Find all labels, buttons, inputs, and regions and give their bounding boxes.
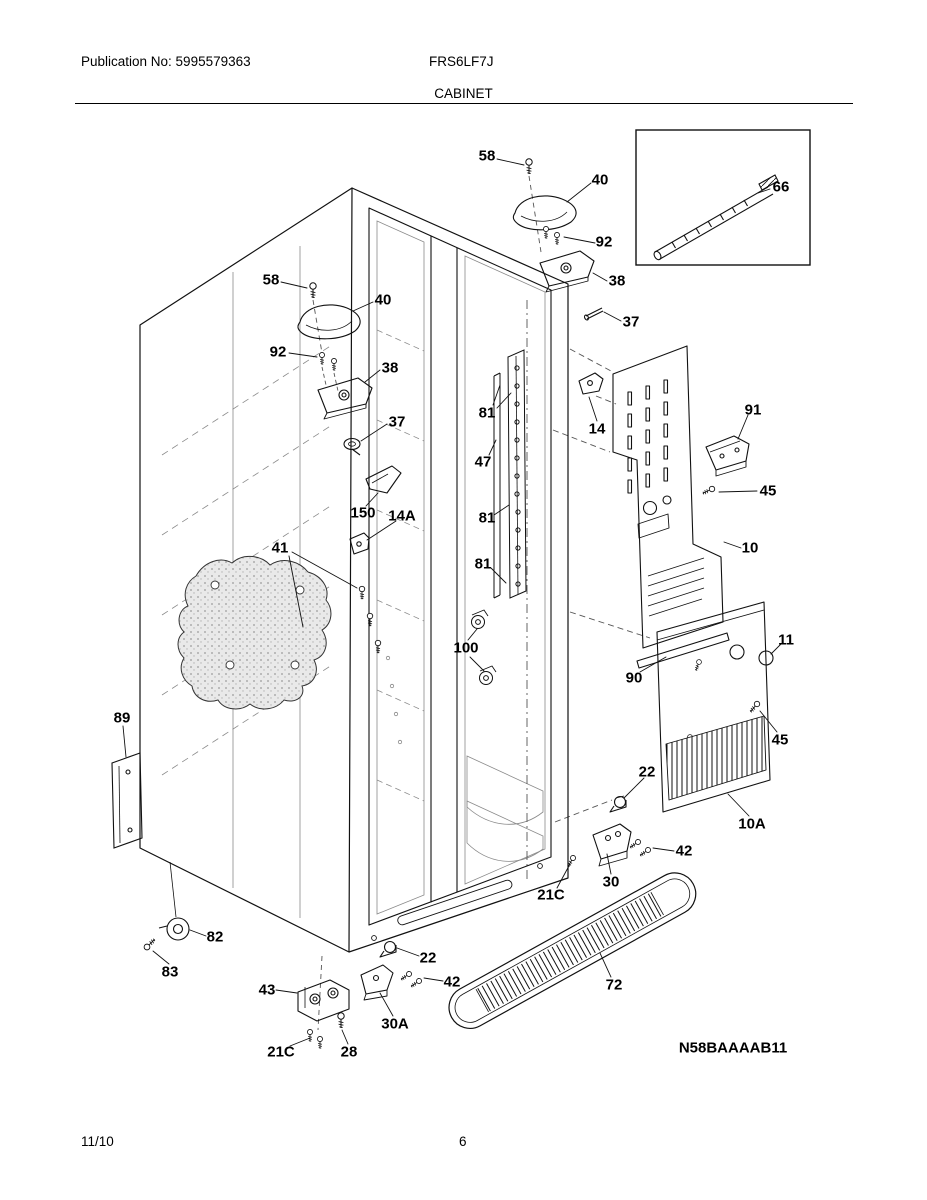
footer-page-number: 6 bbox=[459, 1134, 467, 1149]
top-hinge-parts-left bbox=[297, 282, 402, 555]
access-panels bbox=[636, 601, 774, 813]
base-brackets-right bbox=[565, 795, 653, 869]
base-brackets-left bbox=[142, 861, 424, 1050]
insulation-pad bbox=[177, 555, 382, 710]
publication-number: Publication No: 5995579363 bbox=[81, 54, 251, 69]
header-rule bbox=[75, 103, 853, 104]
model-number: FRS6LF7J bbox=[429, 54, 494, 69]
air-duct-panel-10 bbox=[612, 345, 750, 649]
shelf-rails bbox=[471, 349, 527, 685]
section-title: CABINET bbox=[434, 86, 493, 101]
kick-plate-72 bbox=[448, 872, 697, 1029]
side-plate-89 bbox=[111, 752, 143, 849]
cabinet-interior-lines bbox=[161, 220, 546, 918]
inset-box-66 bbox=[635, 129, 811, 266]
top-hinge-parts-right bbox=[512, 158, 604, 395]
drawing-code: N58BAAAAB11 bbox=[678, 1039, 788, 1057]
cabinet-outline bbox=[139, 187, 569, 953]
leader-lines bbox=[122, 158, 782, 1047]
alignment-guides bbox=[312, 175, 651, 1031]
footer-date: 11/10 bbox=[81, 1134, 114, 1149]
